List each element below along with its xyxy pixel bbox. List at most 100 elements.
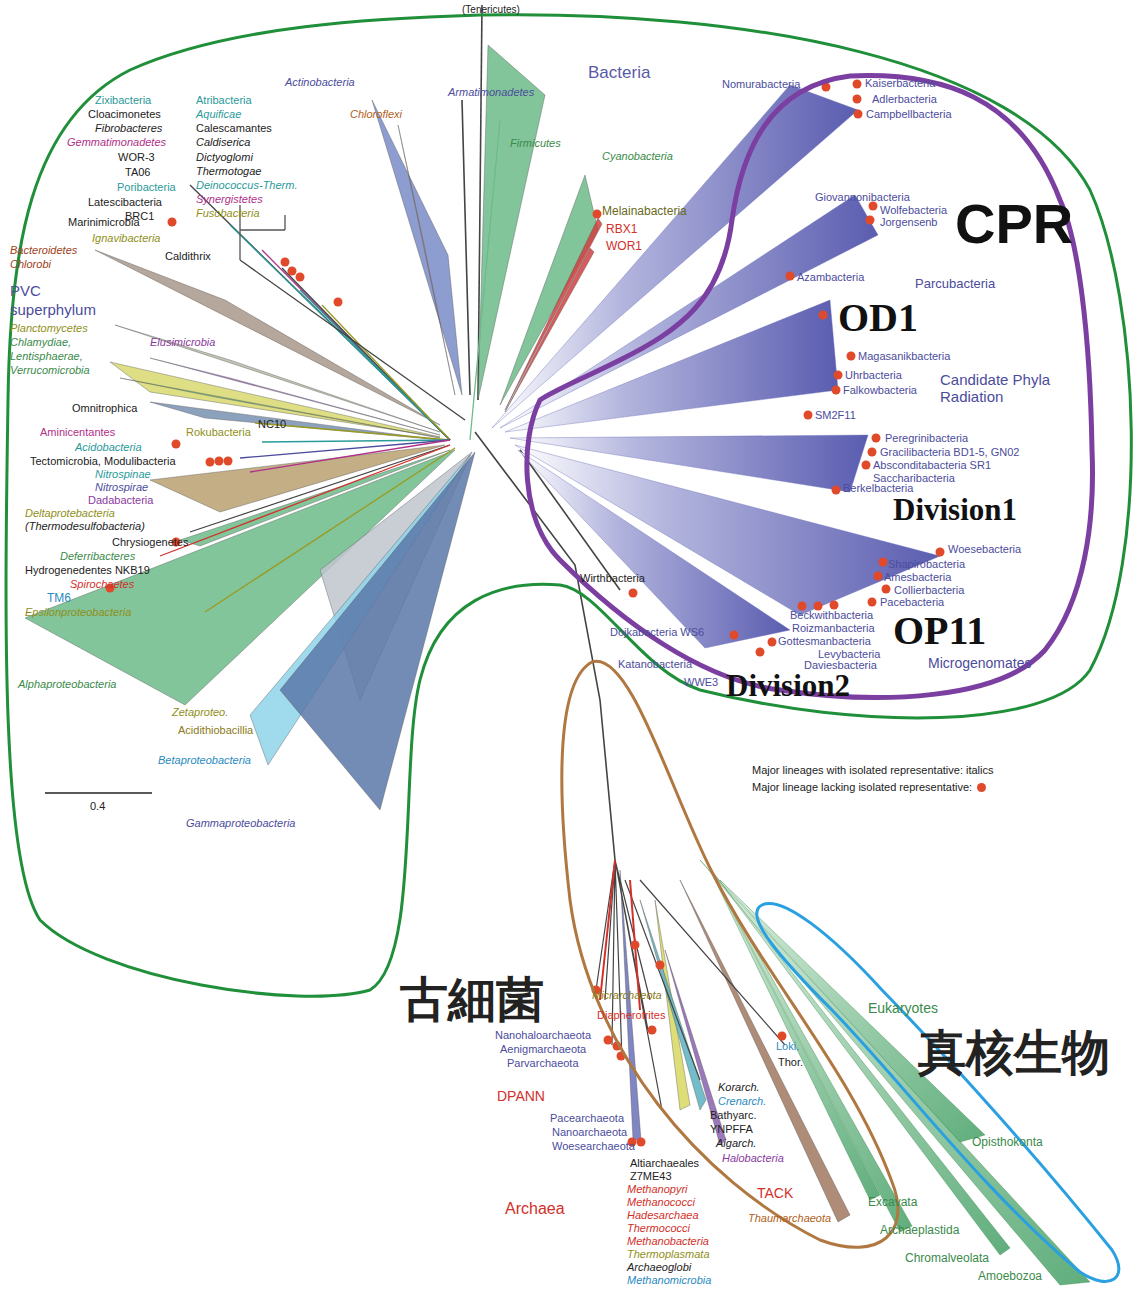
bacteria-wedges (25, 45, 602, 810)
tree-part (281, 258, 290, 267)
outline-path (527, 76, 1093, 698)
taxon-label: Firmicutes (510, 137, 561, 149)
taxon-label: Acidobacteria (75, 441, 142, 453)
tree-part (872, 434, 881, 443)
tree-part (648, 1026, 657, 1035)
taxon-label: Microgenomates (928, 656, 1032, 671)
tree-part (150, 402, 440, 440)
taxon-label: Caldiserica (196, 136, 250, 148)
tree-part (190, 445, 450, 532)
taxon-label: Gracilibacteria BD1-5, GN02 (880, 446, 1019, 458)
taxon-label: Ignavibacteria (92, 232, 161, 244)
tree-part (819, 311, 828, 320)
taxon-label: Marinimicrobia (68, 216, 140, 228)
tree-part (168, 218, 177, 227)
taxon-label: Dictyoglomi (196, 151, 253, 163)
taxon-label: Absconditabacteria SR1 (873, 459, 991, 471)
tree-part (240, 260, 465, 420)
taxon-label: Chrysiogenetes (112, 536, 188, 548)
taxon-label: superphylum (10, 302, 96, 319)
taxon-label: Synergistetes (196, 193, 263, 205)
archaea-outline: 古細菌 (545, 650, 925, 1265)
legend-text: Major lineages with isolated representat… (752, 764, 994, 776)
taxon-label: Tectomicrobia, Modulibacteria (30, 455, 176, 467)
taxon-label: Dadabacteria (88, 494, 153, 506)
taxon-label: Bathyarc. (710, 1109, 756, 1121)
taxon-label: Thermococci (627, 1222, 690, 1234)
taxon-label: Thaumarchaeota (748, 1212, 831, 1224)
taxon-label: Deferribacteres (60, 550, 135, 562)
taxon-label: Crenarch. (718, 1095, 766, 1107)
tree-part (853, 95, 862, 104)
taxon-label: Levybacteria (818, 648, 880, 660)
taxon-label: Wirthbacteria (580, 572, 645, 584)
tree-part (804, 411, 813, 420)
taxon-label: (Tenericutes) (462, 4, 520, 15)
taxon-label: Eukaryotes (868, 1001, 938, 1016)
tree-part (847, 352, 856, 361)
archaea-branches (596, 860, 850, 1222)
tree-part (505, 300, 838, 432)
taxon-label: Adlerbacteria (872, 93, 937, 105)
tree-part (172, 440, 181, 449)
taxon-label: (Thermodesulfobacteria) (25, 520, 145, 532)
taxon-label: Cyanobacteria (602, 150, 673, 162)
taxon-label: Daviesbacteria (804, 659, 877, 671)
taxon-label: Parvarchaeota (507, 1057, 579, 1069)
taxon-label: Chlorobi (10, 258, 51, 270)
tree-part (462, 100, 470, 395)
tree-part (620, 870, 641, 1140)
outline-path (6, 15, 1131, 997)
taxon-label: Nitrospinae (95, 468, 151, 480)
taxon-label: Acidithiobacillia (178, 724, 253, 736)
tree-part (604, 1036, 613, 1045)
taxon-label: Kaiserbacteria (865, 77, 935, 89)
taxon-label: TACK (757, 1186, 793, 1201)
tree-part (786, 272, 795, 281)
taxon-label: Aenigmarchaeota (500, 1043, 586, 1055)
tree-part (470, 120, 500, 440)
taxon-label: Thermoplasmata (627, 1248, 710, 1260)
taxon-label: Candidate Phyla Radiation (940, 372, 1070, 405)
tree-part (631, 941, 640, 950)
taxon-label: Magasanikbacteria (858, 350, 950, 362)
taxon-label: Methanobacteria (627, 1235, 709, 1247)
taxon-label: Aigarch. (716, 1137, 756, 1149)
tree-part (768, 638, 777, 647)
taxon-label: Methanococci (627, 1196, 695, 1208)
tree-part (832, 386, 841, 395)
group-name: OP11 (893, 611, 986, 651)
taxon-label: Z7ME43 (630, 1170, 672, 1182)
taxon-label: PVC (10, 283, 41, 300)
tree-part (372, 100, 462, 395)
tree-part (853, 80, 862, 89)
taxon-label: Archaeplastida (880, 1224, 959, 1237)
tree-part (288, 267, 297, 276)
tree-part (637, 1138, 646, 1147)
tree-part (656, 961, 665, 970)
tree-part (640, 900, 706, 1110)
taxon-label: Bacteroidetes (10, 244, 77, 256)
taxon-label: Shapirobacteria (888, 558, 965, 570)
taxon-label: Atribacteria (196, 94, 252, 106)
taxon-label: Nanoarchaeota (552, 1126, 627, 1138)
taxon-label: Amesbacteria (884, 571, 951, 583)
taxon-label: Thermotogae (196, 165, 261, 177)
tree-part (334, 298, 343, 307)
taxon-label: Betaproteobacteria (158, 754, 251, 766)
taxon-label: Alphaproteobacteria (18, 678, 116, 690)
taxon-label: WWE3 (684, 676, 718, 688)
taxon-label: Aquificae (196, 108, 241, 120)
tree-part (478, 45, 545, 400)
group-heading: 古細菌 (400, 975, 544, 1023)
tree-part (868, 448, 877, 457)
taxon-label: Archaea (505, 1200, 565, 1218)
tree-part (300, 290, 450, 440)
tree-part (282, 268, 450, 440)
taxon-label: Deinococcus-Therm. (196, 179, 297, 191)
taxon-label: Opisthokonta (972, 1136, 1043, 1149)
taxon-label: Gammaproteobacteria (186, 817, 295, 829)
taxon-label: Peregrinibacteria (885, 432, 968, 444)
taxon-label: DPANN (497, 1089, 545, 1104)
uncultured-lineage-dots (106, 80, 945, 1147)
